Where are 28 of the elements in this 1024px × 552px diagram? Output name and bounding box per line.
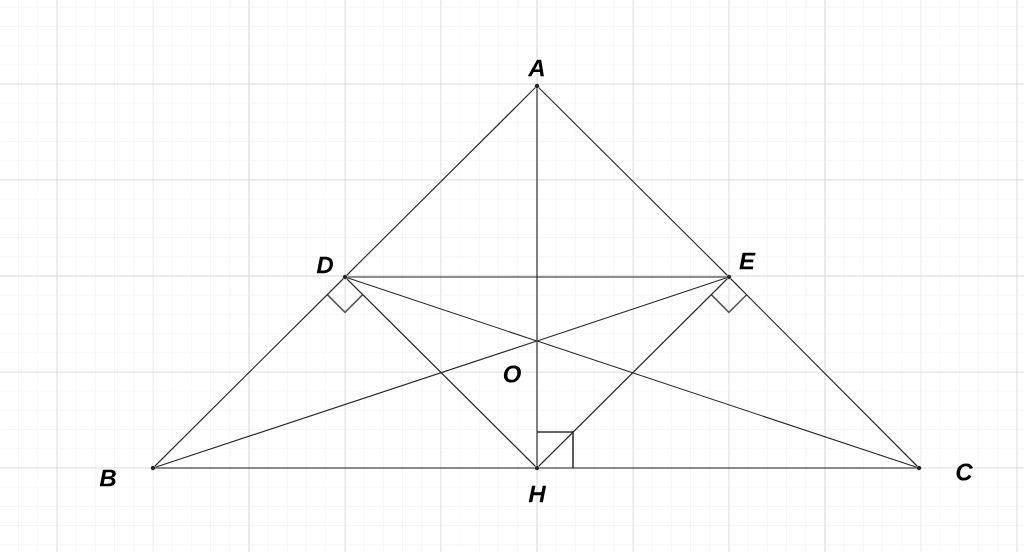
point-label: B <box>99 469 116 487</box>
line-segment <box>346 87 536 276</box>
point <box>534 465 540 471</box>
line-segment <box>730 278 918 467</box>
point <box>726 274 732 280</box>
point-label: D <box>316 256 333 274</box>
line-segment <box>346 276 728 278</box>
line-segment <box>346 277 538 342</box>
line-segment <box>538 278 728 467</box>
point-label: C <box>956 463 973 481</box>
line-segment <box>536 277 728 342</box>
line-segment <box>538 87 728 276</box>
point-label: H <box>528 485 547 503</box>
line-segment <box>154 340 538 468</box>
line-segment <box>346 278 536 467</box>
point-label: O <box>503 365 521 383</box>
point-label: E <box>739 252 756 270</box>
point <box>916 465 922 471</box>
point <box>534 83 540 89</box>
line-segment <box>538 467 918 469</box>
line-segment <box>536 340 918 468</box>
line-segment <box>154 467 536 469</box>
point <box>150 465 156 471</box>
point-label: A <box>527 59 544 77</box>
line-segment <box>154 278 344 467</box>
point <box>342 274 348 280</box>
line-segment <box>536 87 538 342</box>
line-segment <box>536 340 538 467</box>
